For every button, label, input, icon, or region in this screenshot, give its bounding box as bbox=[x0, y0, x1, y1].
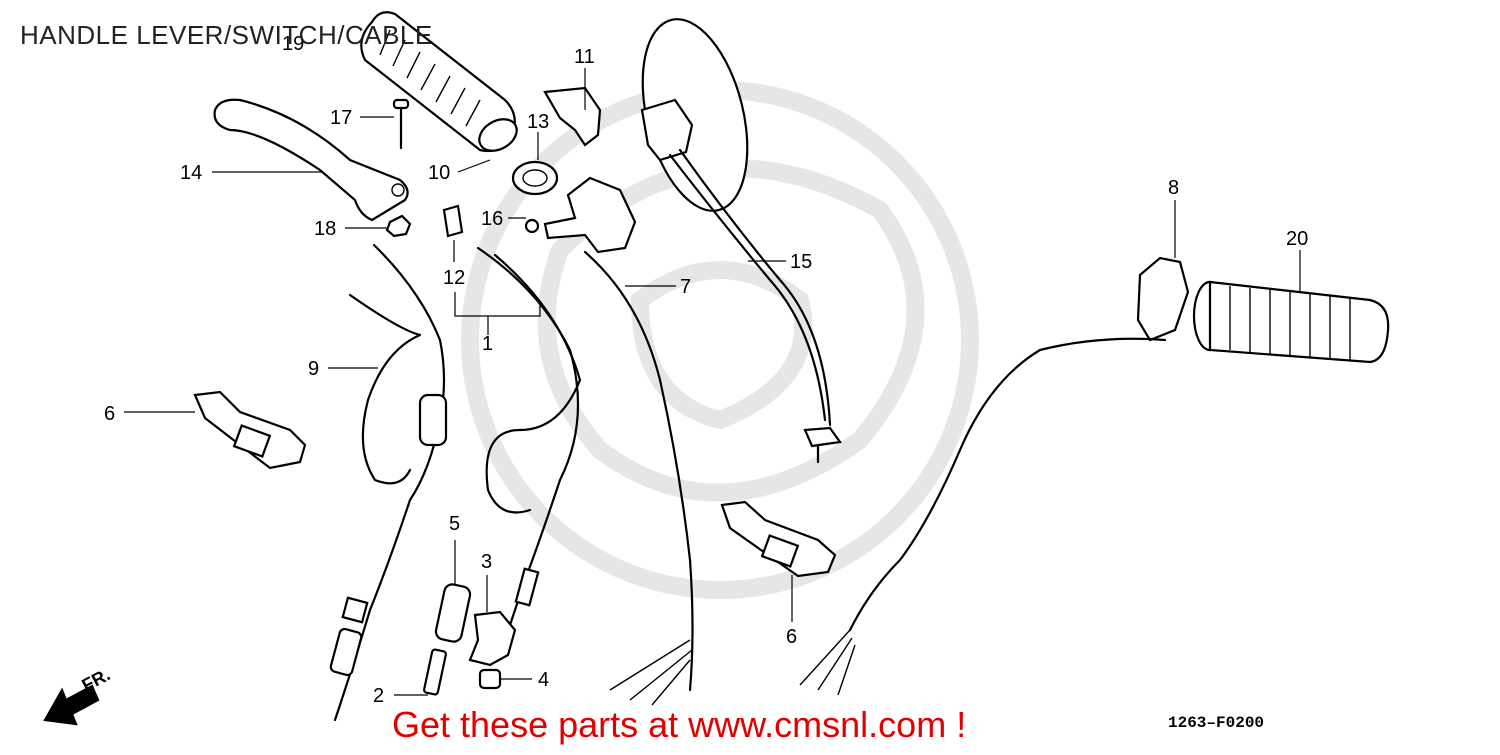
callout-20: 20 bbox=[1286, 228, 1308, 250]
leader-10 bbox=[457, 159, 491, 173]
direction-arrow: FR. bbox=[43, 664, 113, 726]
part-7-switch bbox=[543, 176, 694, 706]
callout-19: 19 bbox=[282, 33, 304, 55]
part-15-mirror bbox=[640, 18, 842, 464]
part-12-cable-end bbox=[442, 204, 464, 262]
part-6-cable-clamp-right bbox=[720, 500, 837, 622]
callout-14: 14 bbox=[180, 162, 202, 184]
callout-13: 13 bbox=[527, 111, 549, 133]
part-9-clutch-cable bbox=[328, 243, 448, 722]
part-2-adjuster bbox=[394, 648, 447, 696]
diagram-title: HANDLE LEVER/SWITCH/CABLE bbox=[20, 20, 433, 50]
callout-18: 18 bbox=[314, 218, 336, 240]
callout-9: 9 bbox=[308, 358, 319, 380]
part-3-cable-joint bbox=[468, 575, 517, 667]
callout-6-right: 6 bbox=[786, 626, 797, 648]
part-20-right-grip bbox=[1192, 250, 1390, 364]
part-4-spring bbox=[478, 668, 532, 690]
callout-6-left: 6 bbox=[104, 403, 115, 425]
footer-link-text[interactable]: Get these parts at www.cmsnl.com ! bbox=[392, 704, 967, 745]
part-19-throttle-grip bbox=[360, 11, 518, 153]
callout-11: 11 bbox=[574, 46, 595, 68]
callout-1: 1 bbox=[482, 333, 493, 355]
callout-16: 16 bbox=[481, 208, 503, 230]
part-11-housing-cap bbox=[543, 68, 602, 147]
callout-10: 10 bbox=[428, 162, 450, 184]
diagram-code: 1263–F0200 bbox=[1168, 714, 1265, 732]
part-5-boot bbox=[434, 540, 472, 643]
part-18-nut bbox=[345, 214, 412, 238]
part-17-lever-bolt bbox=[360, 98, 410, 150]
part-1-throttle-cable bbox=[454, 246, 582, 642]
callout-12: 12 bbox=[443, 267, 465, 289]
part-8-right-switch bbox=[799, 200, 1190, 696]
callout-7: 7 bbox=[680, 276, 691, 298]
callout-5: 5 bbox=[449, 513, 460, 535]
callout-3: 3 bbox=[481, 551, 492, 573]
callout-17: 17 bbox=[330, 107, 352, 129]
part-16-screw bbox=[508, 217, 540, 234]
callout-8: 8 bbox=[1168, 177, 1179, 199]
callout-4: 4 bbox=[538, 669, 549, 691]
part-13-throttle-collar bbox=[511, 132, 559, 196]
callout-2: 2 bbox=[373, 685, 384, 707]
part-14-clutch-lever bbox=[212, 98, 409, 222]
callout-15: 15 bbox=[790, 251, 812, 273]
part-6-cable-clamp-left bbox=[124, 390, 307, 470]
